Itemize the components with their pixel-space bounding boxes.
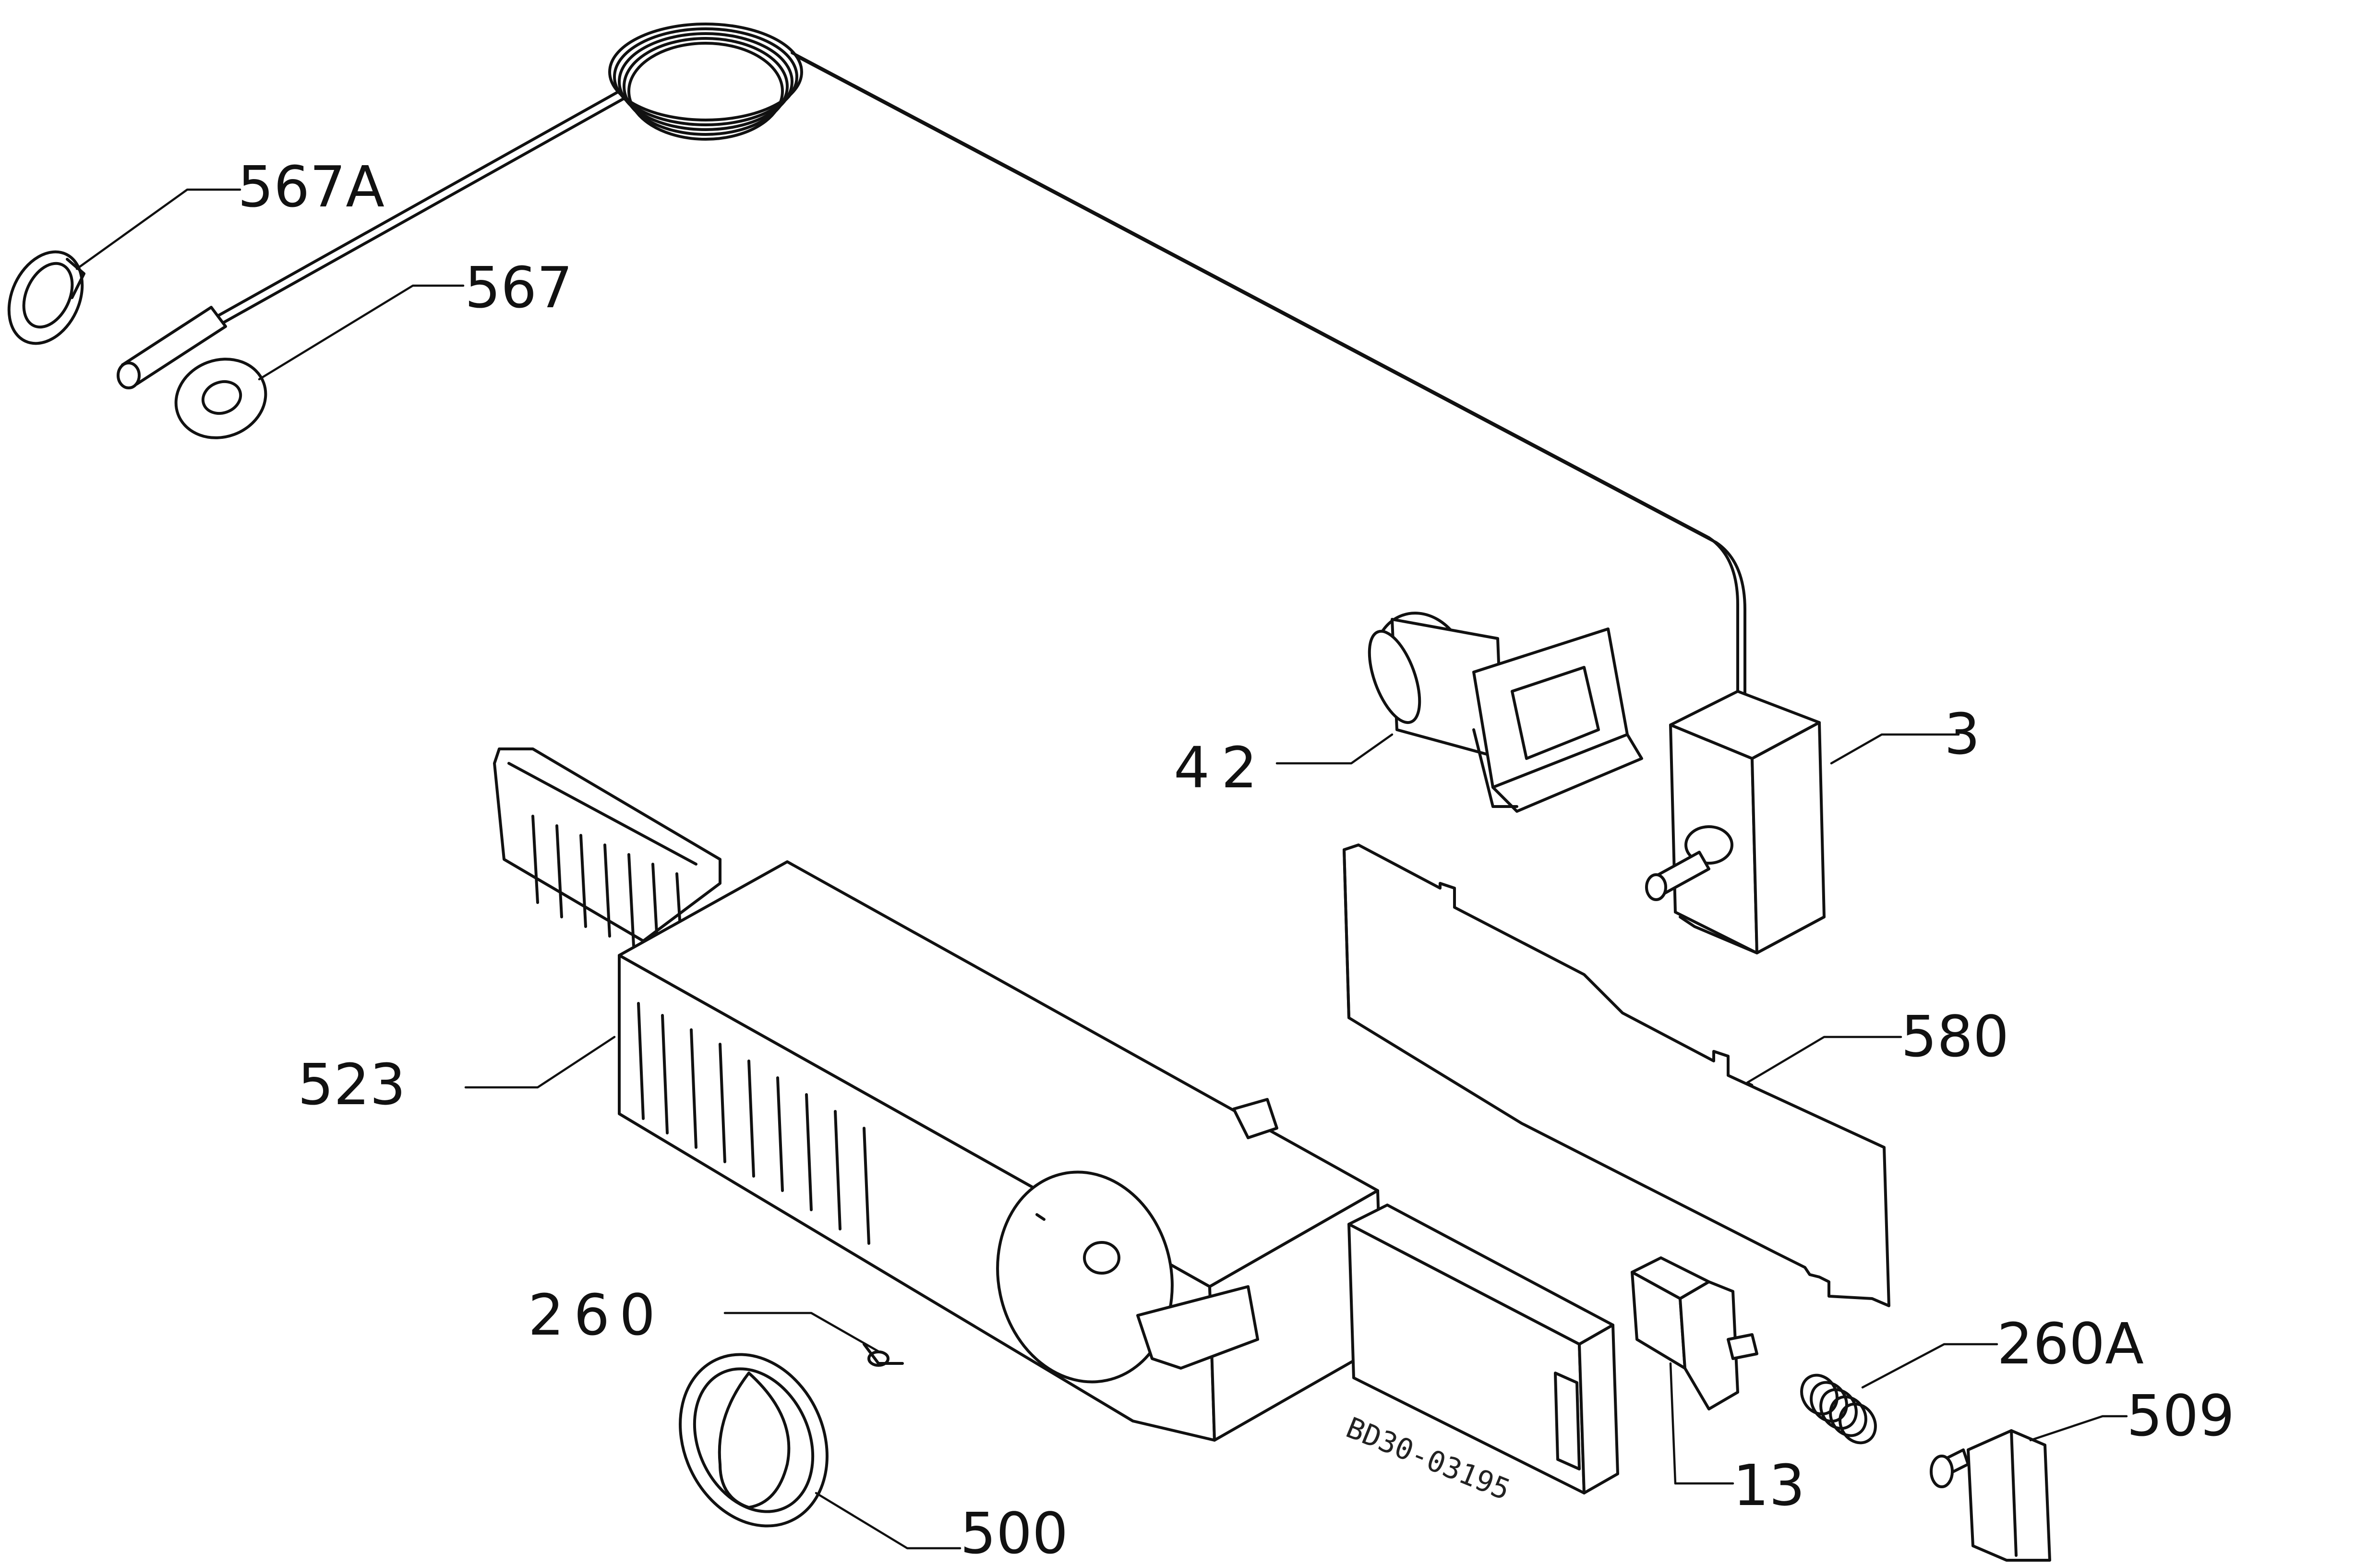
label-500: 500	[960, 1500, 1068, 1566]
thermostat-3	[1645, 690, 1960, 954]
label-42: 42	[1174, 735, 1269, 801]
label-260: 260	[528, 1282, 665, 1348]
housing-523	[464, 747, 1619, 1494]
bracket-509	[1930, 1415, 2128, 1562]
label-509: 509	[2127, 1383, 2235, 1449]
label-260a: 260A	[1997, 1311, 2144, 1377]
capillary-tube	[117, 23, 1746, 707]
label-523: 523	[298, 1051, 406, 1118]
spring-260a	[1800, 1343, 1998, 1445]
switch-13	[1631, 1256, 1758, 1485]
clip-567a	[7, 188, 241, 345]
washer-567	[174, 284, 465, 439]
knob-500	[679, 1353, 962, 1550]
label-580: 580	[1901, 1003, 2009, 1070]
label-567: 567	[465, 254, 573, 321]
label-3: 3	[1944, 701, 1980, 767]
label-13: 13	[1733, 1452, 1805, 1518]
cover-plate-580	[1343, 843, 1902, 1307]
pin-260	[723, 1312, 904, 1367]
label-567a: 567A	[238, 154, 385, 220]
lamp-holder-42	[1275, 612, 1643, 813]
